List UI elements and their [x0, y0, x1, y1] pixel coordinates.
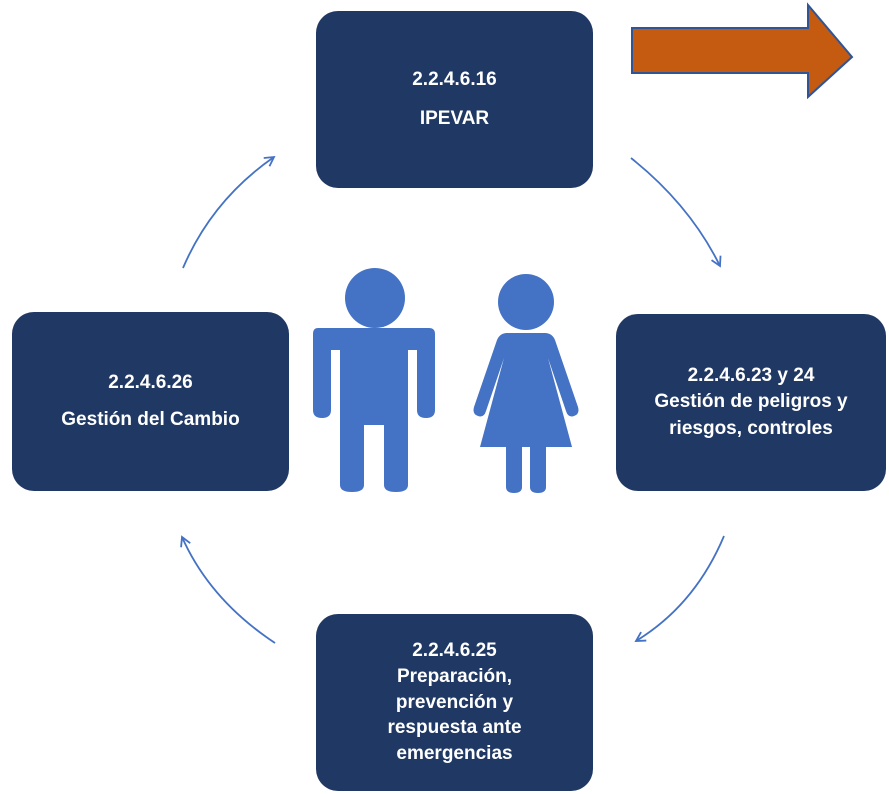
node-ipevar-code: 2.2.4.6.16 [412, 69, 497, 90]
node-gestion-peligros-line1: Gestión de peligros y [654, 391, 848, 413]
arrow-left-to-top [182, 155, 276, 269]
arrow-right-to-bottom [634, 535, 725, 642]
right-arrow-icon [631, 2, 854, 100]
node-ipevar: 2.2.4.6.16 IPEVAR [316, 11, 593, 188]
node-gestion-cambio-code: 2.2.4.6.26 [108, 372, 193, 393]
node-ipevar-label: IPEVAR [419, 107, 490, 129]
node-gestion-peligros-line2: riesgos, controles [669, 417, 833, 439]
node-emergencias: 2.2.4.6.25 Preparación, prevención y res… [316, 614, 593, 791]
node-emergencias-line1: Preparación, [396, 666, 513, 688]
node-gestion-peligros: 2.2.4.6.23 y 24 Gestión de peligros y ri… [616, 314, 886, 491]
woman-icon [473, 274, 579, 493]
node-gestion-cambio: 2.2.4.6.26 Gestión del Cambio [12, 312, 289, 491]
arrow-top-to-right [630, 157, 722, 268]
node-emergencias-line2: prevención y [395, 691, 514, 713]
node-emergencias-line3: respuesta ante [387, 717, 522, 739]
arrow-bottom-to-left [180, 535, 276, 644]
man-icon [313, 268, 435, 492]
node-gestion-cambio-label: Gestión del Cambio [61, 408, 240, 430]
node-emergencias-code: 2.2.4.6.25 [412, 640, 497, 662]
node-emergencias-line4: emergencias [396, 742, 513, 764]
node-gestion-peligros-code: 2.2.4.6.23 y 24 [687, 364, 815, 386]
